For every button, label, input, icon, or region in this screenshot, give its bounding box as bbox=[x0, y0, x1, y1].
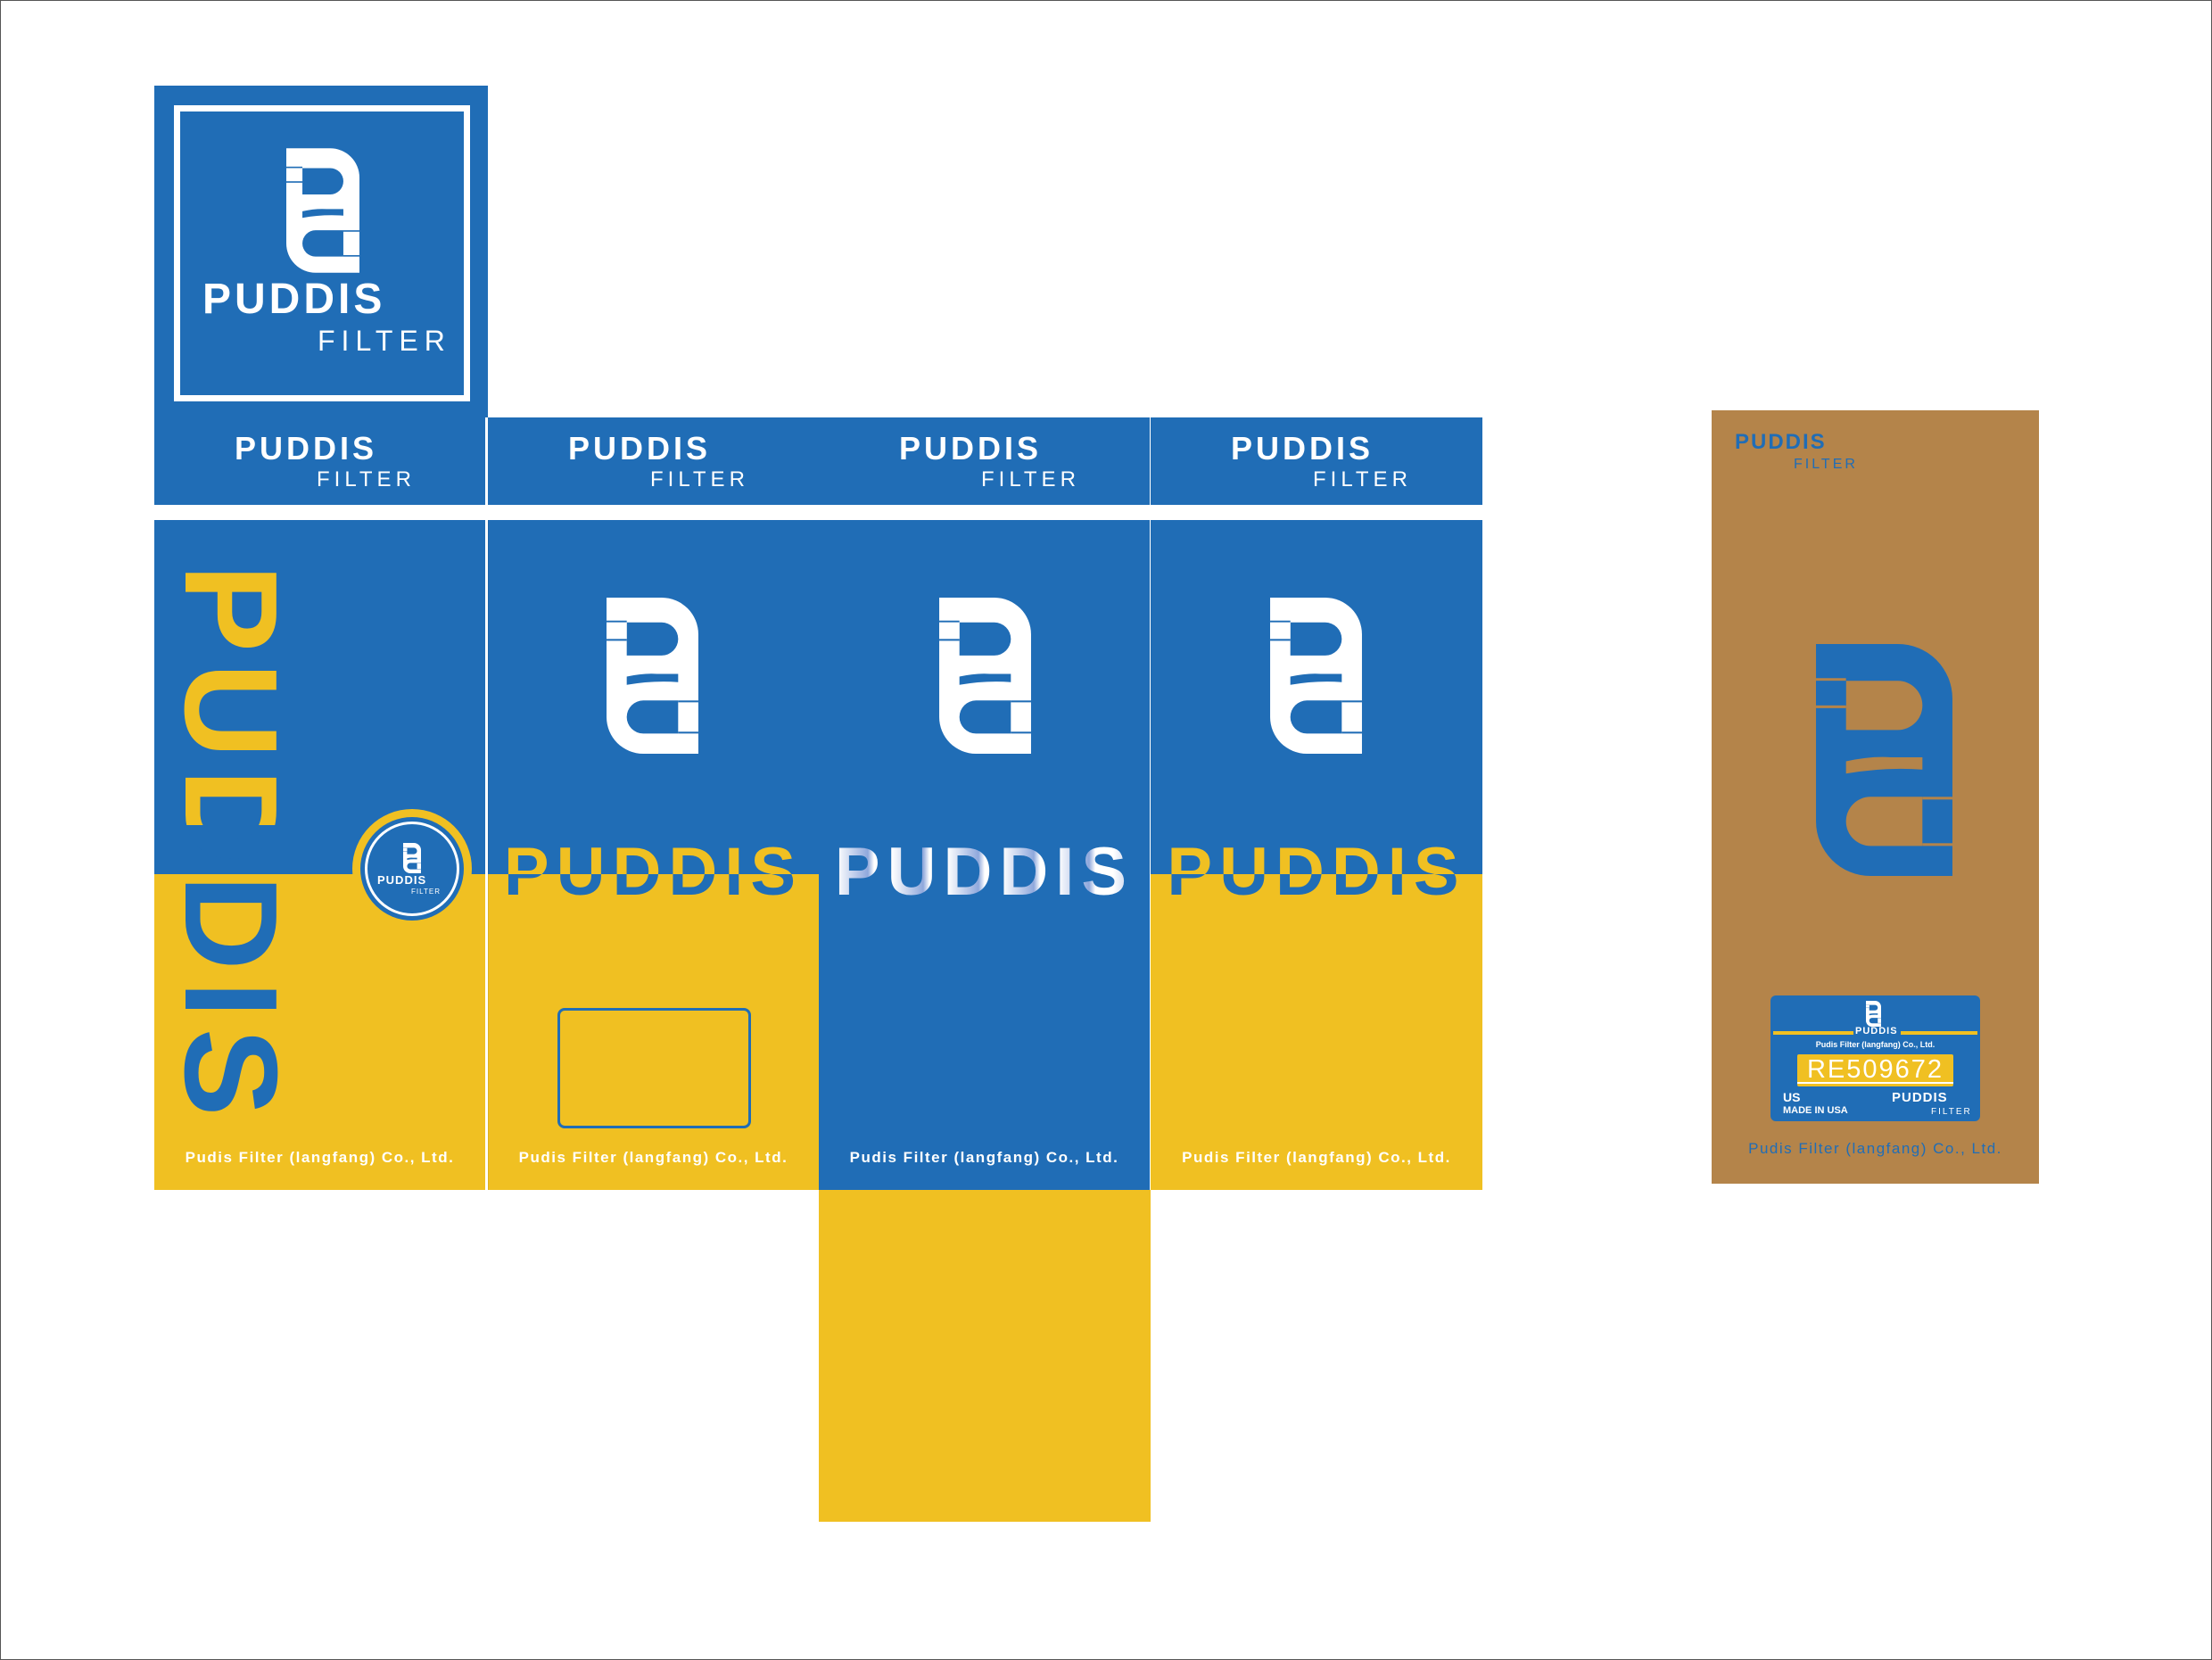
puddis-logo-icon bbox=[1866, 1001, 1881, 1027]
side-panel-3: PUDDIS Pudis Filter (langfang) Co., Ltd. bbox=[819, 520, 1150, 1190]
company-name: Pudis Filter (langfang) Co., Ltd. bbox=[518, 1149, 788, 1166]
label-brand: PUDDIS bbox=[1735, 430, 1827, 454]
company-name: Pudis Filter (langfang) Co., Ltd. bbox=[849, 1149, 1119, 1166]
country-code: US bbox=[1783, 1090, 1801, 1104]
header-brand: PUDDIS bbox=[568, 430, 712, 467]
part-number-box: RE509672 bbox=[1797, 1054, 1953, 1086]
side-panel-1: PUDDIS PUDDIS FILTER Pudis Filter (langf… bbox=[154, 520, 485, 1190]
panel-brand: PUDDIS bbox=[488, 832, 819, 913]
header-brand: PUDDIS bbox=[235, 430, 378, 467]
company-name: Pudis Filter (langfang) Co., Ltd. bbox=[185, 1149, 455, 1166]
side-panel-2: PUDDIS Pudis Filter (langfang) Co., Ltd. bbox=[488, 520, 819, 1190]
puddis-logo-icon bbox=[939, 598, 1031, 754]
vertical-brand: PUDDIS bbox=[157, 511, 304, 1180]
puddis-logo-icon bbox=[286, 148, 359, 273]
bottom-flap bbox=[819, 1190, 1151, 1522]
header-sub: FILTER bbox=[981, 467, 1080, 491]
puddis-logo-icon bbox=[403, 843, 421, 873]
header-brand: PUDDIS bbox=[899, 430, 1043, 467]
header-brand: PUDDIS bbox=[1231, 430, 1374, 467]
flap-sub: FILTER bbox=[318, 325, 451, 357]
header-sub: FILTER bbox=[650, 467, 749, 491]
part-label-brand: PUDDIS bbox=[1855, 1026, 1898, 1036]
part-label-sub: FILTER bbox=[1931, 1107, 1972, 1117]
puddis-logo-icon bbox=[1270, 598, 1362, 754]
panel-brand: PUDDIS bbox=[819, 832, 1150, 913]
part-number: RE509672 bbox=[1806, 1055, 1944, 1084]
made-in: MADE IN USA bbox=[1783, 1105, 1848, 1116]
header-sub: FILTER bbox=[1313, 467, 1412, 491]
part-label: PUDDIS Pudis Filter (langfang) Co., Ltd.… bbox=[1770, 995, 1980, 1121]
label-sub: FILTER bbox=[1794, 457, 1858, 472]
part-label-brand-2: PUDDIS bbox=[1892, 1090, 1948, 1105]
puddis-logo-icon bbox=[607, 598, 698, 754]
header-sub: FILTER bbox=[317, 467, 416, 491]
flap-frame bbox=[174, 105, 470, 401]
panel-brand: PUDDIS bbox=[1151, 832, 1482, 913]
part-label-company: Pudis Filter (langfang) Co., Ltd. bbox=[1815, 1040, 1936, 1049]
label-window bbox=[557, 1008, 751, 1128]
badge-brand: PUDDIS bbox=[377, 873, 427, 887]
flap-brand: PUDDIS bbox=[202, 276, 386, 323]
company-name: Pudis Filter (langfang) Co., Ltd. bbox=[1182, 1149, 1451, 1166]
company-name: Pudis Filter (langfang) Co., Ltd. bbox=[1748, 1140, 2002, 1157]
top-flap: PUDDIS FILTER bbox=[154, 86, 488, 417]
brand-badge: PUDDIS FILTER bbox=[352, 809, 472, 929]
puddis-logo-icon bbox=[1816, 644, 1952, 876]
side-panel-4: PUDDIS Pudis Filter (langfang) Co., Ltd. bbox=[1151, 520, 1482, 1190]
brown-label-panel: PUDDIS FILTER PUDDIS Pudis Filter (langf… bbox=[1712, 410, 2039, 1184]
badge-sub: FILTER bbox=[411, 888, 441, 896]
